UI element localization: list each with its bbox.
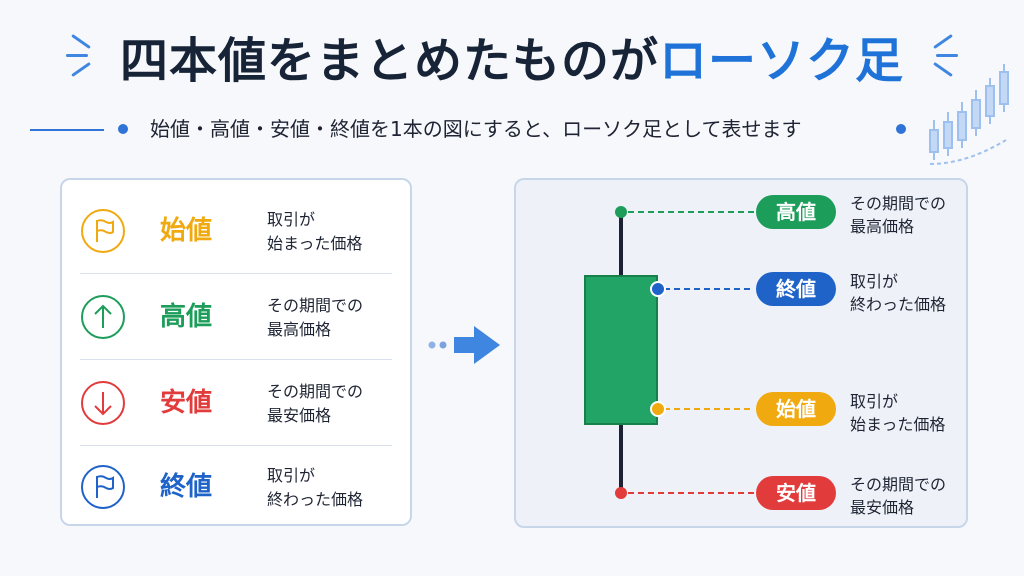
flag-icon (81, 209, 125, 253)
flag-icon (81, 465, 125, 509)
label-close: 終値 (756, 272, 836, 306)
legend-row-close: 終値 取引が 終わった価格 (62, 444, 410, 530)
label-open: 始値 (756, 392, 836, 426)
page-title: 四本値をまとめたものがローソク足 (0, 30, 1024, 92)
legend-name: 高値 (160, 302, 213, 332)
subtitle-row: 始値・高値・安値・終値を1本の図にすると、ローソク足として表せます (0, 114, 1024, 144)
subtitle-line-left (30, 129, 104, 131)
point-low (615, 487, 627, 499)
title-accent: ローソク足 (659, 33, 905, 89)
title-main: 四本値をまとめたものが (119, 33, 659, 89)
subtitle: 始値・高値・安値・終値を1本の図にすると、ローソク足として表せます (150, 117, 802, 141)
legend-desc: その期間での 最安価格 (267, 382, 364, 425)
arrow-right-icon (428, 326, 500, 364)
desc-low: その期間での 最安価格 (850, 475, 947, 517)
label-high: 高値 (756, 195, 836, 229)
divider (80, 359, 392, 360)
desc-high: その期間での 最高価格 (850, 194, 947, 236)
candle-body (584, 275, 658, 425)
legend-row-low: 安値 その期間での 最安価格 (62, 360, 410, 446)
legend-name: 始値 (160, 216, 213, 246)
subtitle-dot-left (118, 124, 128, 134)
arrow-down-icon (81, 381, 125, 425)
arrow-up-icon (81, 295, 125, 339)
legend-name: 安値 (160, 388, 213, 418)
divider (80, 273, 392, 274)
point-open (650, 401, 666, 417)
label-low: 安値 (756, 476, 836, 510)
point-high (615, 206, 627, 218)
point-close (650, 281, 666, 297)
mini-chart-icon (929, 64, 1009, 165)
legend-panel: 始値 取引が 始まった価格 高値 その期間での 最高価格 安値 その期間での 最… (60, 178, 412, 526)
divider (80, 445, 392, 446)
subtitle-dot-right (896, 124, 906, 134)
desc-close: 取引が 終わった価格 (850, 272, 947, 314)
legend-desc: 取引が 始まった価格 (267, 210, 363, 253)
legend-desc: 取引が 終わった価格 (267, 466, 364, 509)
legend-row-open: 始値 取引が 始まった価格 (62, 188, 410, 274)
legend-row-high: 高値 その期間での 最高価格 (62, 274, 410, 360)
candle-panel: 高値 その期間での 最高価格 終値 取引が 終わった価格 始値 取引が 始まった… (514, 178, 968, 528)
candlestick-diagram (584, 206, 754, 499)
legend-desc: その期間での 最高価格 (267, 296, 364, 339)
legend-name: 終値 (160, 472, 213, 502)
desc-open: 取引が 始まった価格 (850, 392, 946, 434)
